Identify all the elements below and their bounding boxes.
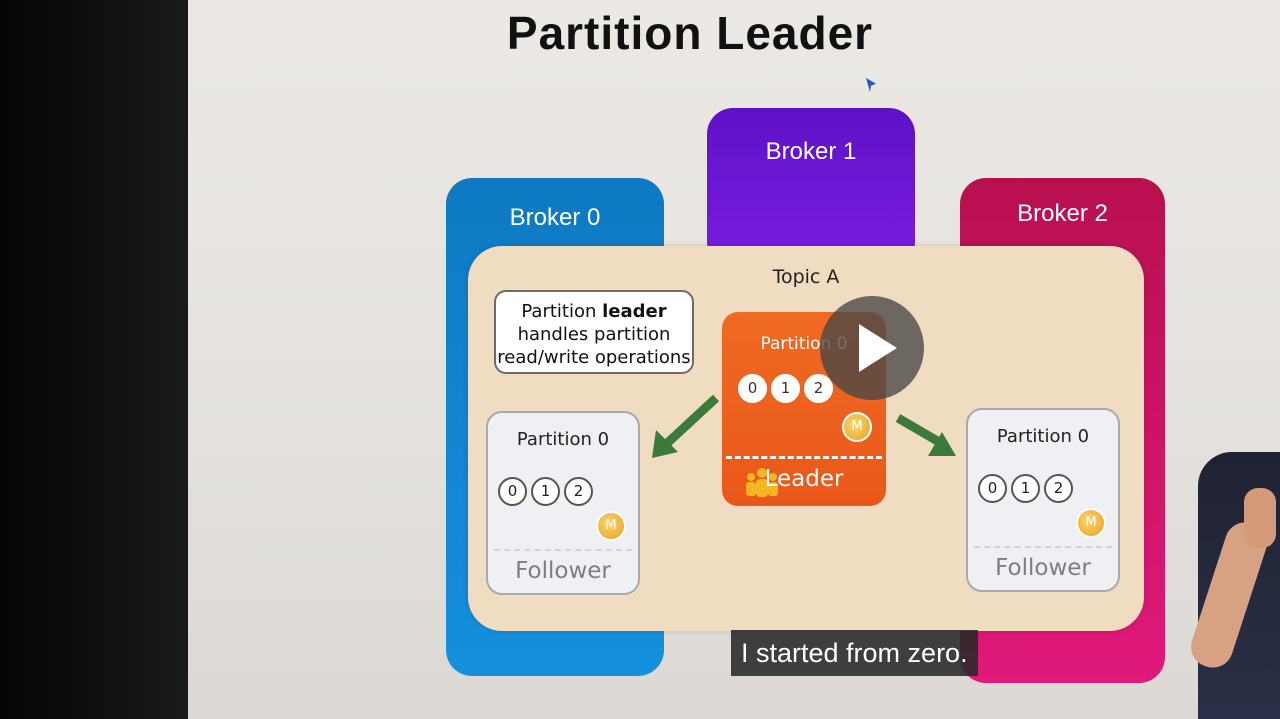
slide-title: Partition Leader xyxy=(506,7,874,59)
role-label: Follower xyxy=(515,558,611,584)
offset-circle: 1 xyxy=(1011,474,1040,503)
offset-circle: 0 xyxy=(738,374,767,403)
monitor-bezel xyxy=(0,0,200,719)
offset-list: 0 1 2 xyxy=(738,374,833,403)
note-line2: handles partition xyxy=(517,324,671,345)
broker-2-label: Broker 2 xyxy=(1017,200,1108,227)
play-button[interactable] xyxy=(820,296,924,400)
replication-arrow-right-icon xyxy=(895,414,956,456)
broker-0-label: Broker 0 xyxy=(509,204,601,231)
broker-1-label: Broker 1 xyxy=(765,138,857,165)
offset-circle: 2 xyxy=(564,477,593,506)
leader-note: Partition leader handles partition read/… xyxy=(494,290,694,374)
role-label: Follower xyxy=(995,555,1091,581)
play-icon xyxy=(859,324,897,372)
follower-partition-left: Partition 0 0 1 2 M Follower xyxy=(486,411,640,595)
mouse-cursor-icon xyxy=(866,78,876,92)
video-caption: I started from zero. xyxy=(731,630,978,676)
people-icon xyxy=(746,468,778,497)
coin-icon: M xyxy=(842,412,872,442)
offset-circle: 1 xyxy=(771,374,800,403)
offset-circle: 2 xyxy=(804,374,833,403)
divider xyxy=(974,546,1112,548)
coin-icon: M xyxy=(596,511,626,541)
topic-a-panel: Topic A Partition leader handles partiti… xyxy=(468,246,1144,631)
presenter-hand xyxy=(1244,488,1276,548)
replication-arrow-left-icon xyxy=(652,394,720,458)
note-line1-prefix: Partition xyxy=(521,301,603,322)
offset-circle: 1 xyxy=(531,477,560,506)
partition-title: Partition 0 xyxy=(516,429,610,450)
divider xyxy=(494,549,632,551)
offset-circle: 2 xyxy=(1044,474,1073,503)
topic-label: Topic A xyxy=(772,266,840,288)
note-line3: read/write operations xyxy=(497,347,691,368)
note-line1-bold: leader xyxy=(602,301,667,322)
offset-list: 0 1 2 xyxy=(498,477,593,506)
coin-icon: M xyxy=(1076,508,1106,538)
role-label: Leader xyxy=(764,466,844,492)
follower-partition-right: Partition 0 0 1 2 M Follower xyxy=(966,408,1120,592)
offset-circle: 0 xyxy=(978,474,1007,503)
divider xyxy=(726,456,882,459)
offset-list: 0 1 2 xyxy=(978,474,1073,503)
broker-1-column: Broker 1 xyxy=(707,108,915,268)
offset-circle: 0 xyxy=(498,477,527,506)
partition-title: Partition 0 xyxy=(996,426,1090,447)
